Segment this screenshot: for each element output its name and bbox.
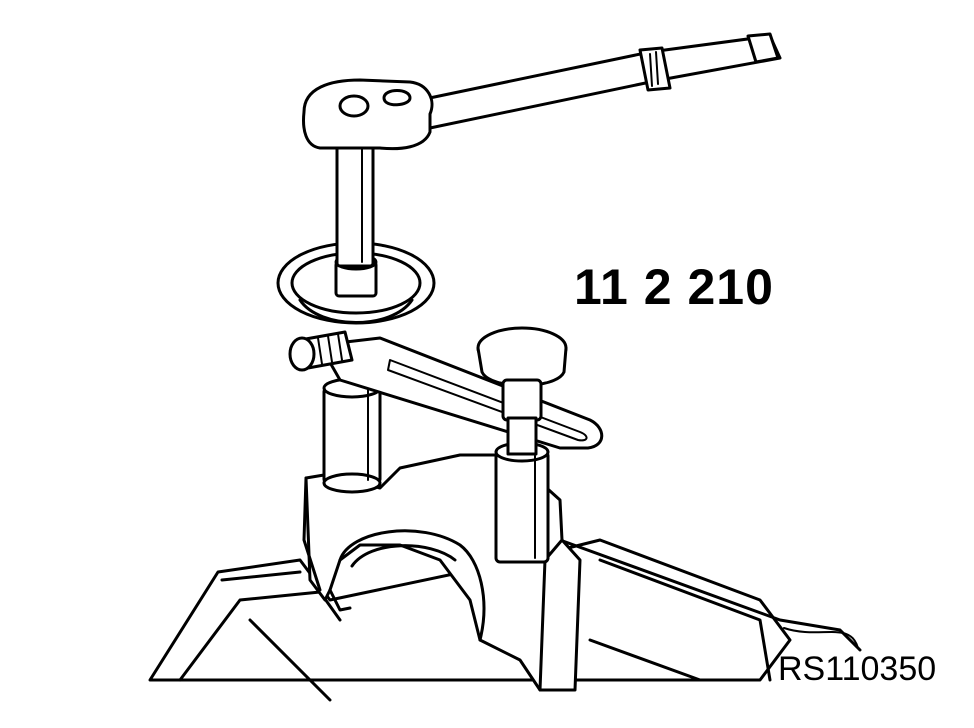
right-guide-post — [494, 441, 550, 564]
ratchet-handle — [418, 32, 782, 130]
left-guide-post — [322, 377, 382, 494]
leader-line — [783, 627, 859, 649]
ratchet-head — [302, 78, 434, 151]
extension-bar — [335, 138, 375, 268]
clamp-screw — [288, 330, 354, 372]
tool-number-label: 11 2 210 — [574, 259, 774, 315]
knob-screw — [476, 326, 568, 456]
drive-ring — [276, 241, 436, 325]
reference-code-label: RS110350 — [778, 650, 937, 688]
